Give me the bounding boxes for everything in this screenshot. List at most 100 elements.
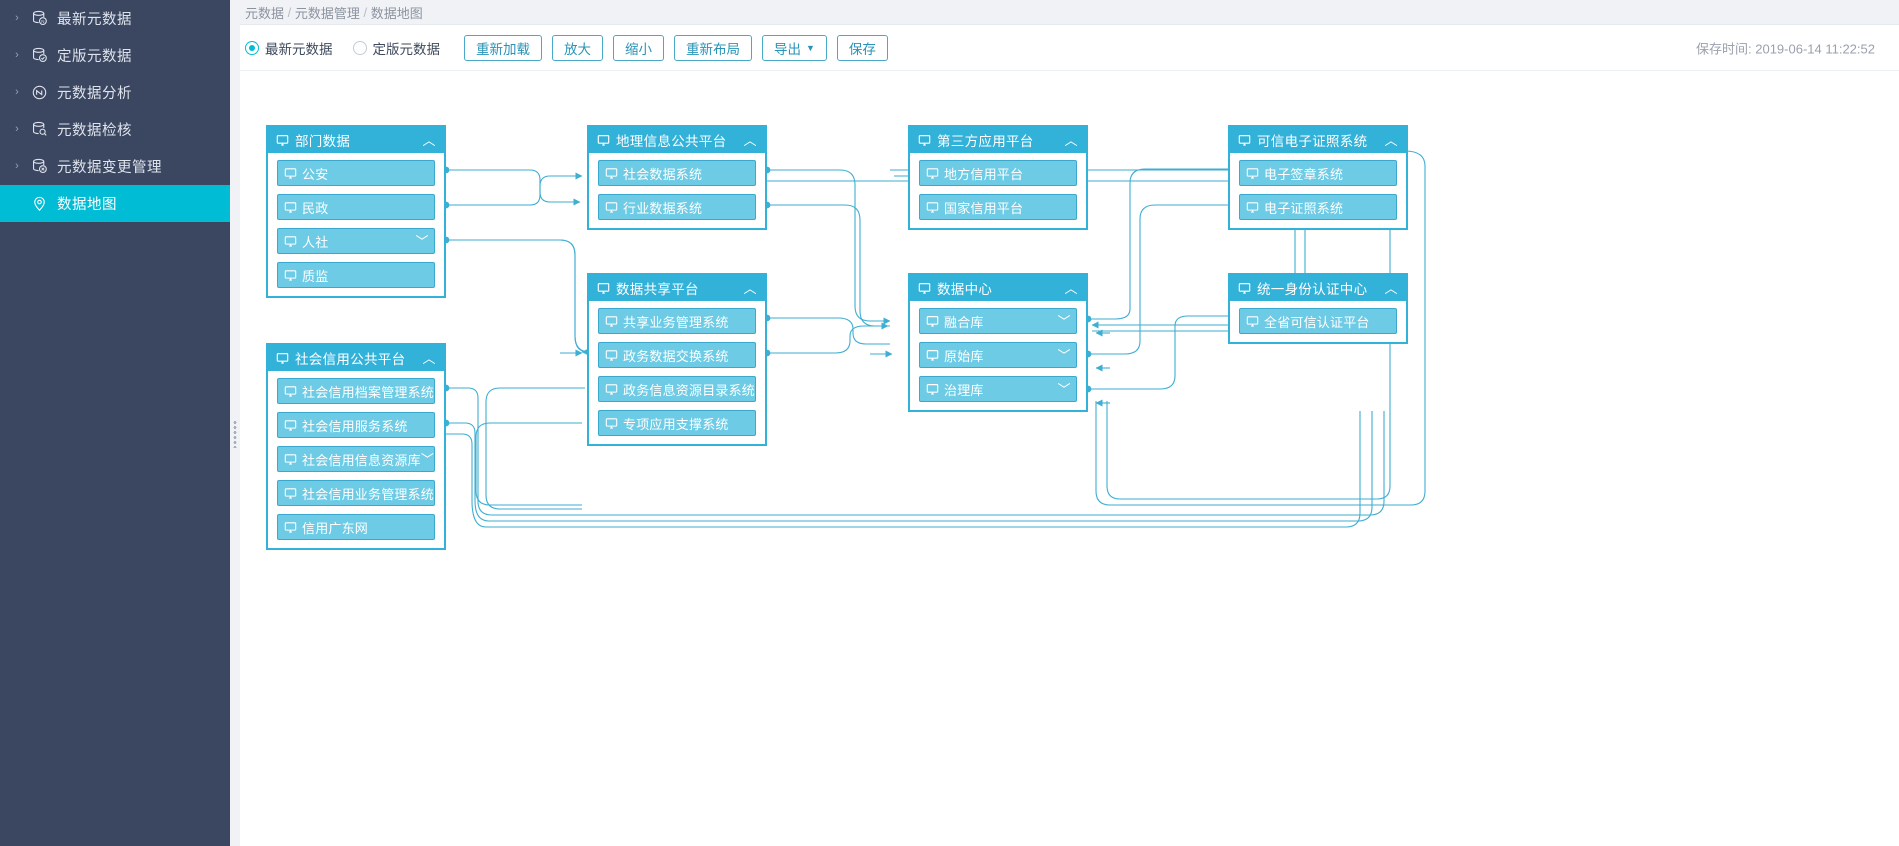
breadcrumb-item-current: 数据地图	[370, 5, 423, 21]
node-credit-archive-mgmt[interactable]: 社会信用档案管理系统	[277, 378, 435, 404]
svg-text:N: N	[41, 19, 44, 24]
chevron-right-icon: ›	[15, 12, 19, 24]
node-raw-db[interactable]: 原始库 ﹀	[919, 342, 1077, 368]
sidebar-item-metadata-audit[interactable]: › 元数据检核	[0, 111, 230, 148]
chevron-down-icon[interactable]: ﹀	[1057, 313, 1071, 329]
monitor-icon	[1246, 315, 1259, 328]
chevron-up-icon[interactable]: ︿	[1064, 280, 1078, 296]
node-credit-business-mgmt[interactable]: 社会信用业务管理系统	[277, 480, 435, 506]
chevron-up-icon[interactable]: ︿	[1064, 132, 1078, 148]
group-body: 地方信用平台 国家信用平台	[910, 153, 1086, 228]
node-minzheng[interactable]: 民政	[277, 194, 435, 220]
node-governance-db[interactable]: 治理库 ﹀	[919, 376, 1077, 402]
radio-latest-metadata[interactable]: 最新元数据	[245, 38, 333, 58]
sidebar-item-latest-metadata[interactable]: › N 最新元数据	[0, 0, 230, 37]
group-trusted-ecert-system[interactable]: 可信电子证照系统 ︿ 电子签章系统 电子证照系统	[1228, 125, 1408, 230]
node-gov-info-resource-catalog[interactable]: 政务信息资源目录系统	[598, 376, 756, 402]
monitor-icon	[926, 201, 939, 214]
group-body: 全省可信认证平台	[1230, 301, 1406, 342]
node-national-credit-platform[interactable]: 国家信用平台	[919, 194, 1077, 220]
group-dept-data[interactable]: 部门数据 ︿ 公安 民政 人社 ﹀	[266, 125, 446, 298]
node-credit-guangdong-web[interactable]: 信用广东网	[277, 514, 435, 540]
node-ecert-system[interactable]: 电子证照系统	[1239, 194, 1397, 220]
sidebar-item-metadata-change-management[interactable]: › 元数据变更管理	[0, 148, 230, 185]
monitor-icon	[284, 235, 297, 248]
node-industry-data-system[interactable]: 行业数据系统	[598, 194, 756, 220]
sidebar-item-versioned-metadata[interactable]: › 定版元数据	[0, 37, 230, 74]
chevron-right-icon: ›	[15, 49, 19, 61]
node-social-data-system[interactable]: 社会数据系统	[598, 160, 756, 186]
group-data-center[interactable]: 数据中心 ︿ 融合库 ﹀ 原始库 ﹀	[908, 273, 1088, 412]
group-node-icon	[926, 349, 939, 362]
database-x-icon	[26, 158, 52, 175]
breadcrumb-separator: /	[359, 4, 371, 20]
group-node-icon	[926, 383, 939, 396]
group-third-party-platform[interactable]: 第三方应用平台 ︿ 地方信用平台 国家信用平台	[908, 125, 1088, 230]
chevron-down-icon[interactable]: ﹀	[415, 233, 429, 249]
chevron-down-icon[interactable]: ﹀	[420, 451, 434, 467]
chevron-up-icon[interactable]: ︿	[1384, 280, 1398, 296]
zoom-out-button[interactable]: 缩小	[613, 34, 664, 61]
group-unified-identity-auth-center[interactable]: 统一身份认证中心 ︿ 全省可信认证平台	[1228, 273, 1408, 344]
reload-button[interactable]: 重新加载	[464, 34, 542, 61]
export-button[interactable]: 导出 ▼	[762, 34, 827, 61]
group-header[interactable]: 地理信息公共平台 ︿	[589, 127, 765, 153]
monitor-icon	[605, 383, 618, 396]
sidebar-item-label: 元数据检核	[57, 123, 132, 139]
node-label: 专项应用支撑系统	[623, 416, 729, 432]
button-label: 导出	[774, 41, 801, 57]
node-renshe[interactable]: 人社 ﹀	[277, 228, 435, 254]
group-social-credit-platform[interactable]: 社会信用公共平台 ︿ 社会信用档案管理系统 社会信用服务系统 社会信用信息资源库	[266, 343, 446, 550]
monitor-icon	[1246, 167, 1259, 180]
diagram-canvas[interactable]: 部门数据 ︿ 公安 民政 人社 ﹀	[230, 71, 1899, 845]
breadcrumb-separator: /	[284, 4, 295, 20]
group-title: 社会信用公共平台	[295, 352, 406, 367]
node-province-trusted-auth-platform[interactable]: 全省可信认证平台	[1239, 308, 1397, 334]
group-header[interactable]: 数据中心 ︿	[910, 275, 1086, 301]
monitor-icon	[284, 269, 297, 282]
chevron-up-icon[interactable]: ︿	[1384, 132, 1398, 148]
node-local-credit-platform[interactable]: 地方信用平台	[919, 160, 1077, 186]
node-esignature-system[interactable]: 电子签章系统	[1239, 160, 1397, 186]
group-geo-info-platform[interactable]: 地理信息公共平台 ︿ 社会数据系统 行业数据系统	[587, 125, 767, 230]
chevron-down-icon[interactable]: ﹀	[1057, 381, 1071, 397]
node-label: 社会信用服务系统	[302, 418, 408, 434]
node-label: 全省可信认证平台	[1264, 314, 1370, 330]
node-fusion-db[interactable]: 融合库 ﹀	[919, 308, 1077, 334]
node-credit-service[interactable]: 社会信用服务系统	[277, 412, 435, 438]
group-title: 部门数据	[295, 134, 351, 149]
sidebar-item-metadata-analysis[interactable]: › 元数据分析	[0, 74, 230, 111]
zoom-in-button[interactable]: 放大	[552, 34, 603, 61]
node-gongan[interactable]: 公安	[277, 160, 435, 186]
group-header[interactable]: 部门数据 ︿	[268, 127, 444, 153]
main-content: 元数据 / 元数据管理 / 数据地图 最新元数据 定版元数据 重新加载 放大	[230, 0, 1899, 846]
node-special-app-support[interactable]: 专项应用支撑系统	[598, 410, 756, 436]
breadcrumb-item-root[interactable]: 元数据	[245, 5, 285, 21]
chevron-up-icon[interactable]: ︿	[743, 280, 757, 296]
group-header[interactable]: 社会信用公共平台 ︿	[268, 345, 444, 371]
node-shared-business-mgmt[interactable]: 共享业务管理系统	[598, 308, 756, 334]
relayout-button[interactable]: 重新布局	[674, 34, 752, 61]
save-button[interactable]: 保存	[836, 34, 888, 61]
chevron-down-icon[interactable]: ﹀	[1057, 347, 1071, 363]
monitor-icon	[926, 167, 939, 180]
sidebar-splitter[interactable]	[230, 0, 240, 846]
group-header[interactable]: 可信电子证照系统 ︿	[1230, 127, 1406, 153]
node-credit-info-repo[interactable]: 社会信用信息资源库 ﹀	[277, 446, 435, 472]
group-header[interactable]: 统一身份认证中心 ︿	[1230, 275, 1406, 301]
chevron-up-icon[interactable]: ︿	[422, 350, 436, 366]
group-header[interactable]: 数据共享平台 ︿	[589, 275, 765, 301]
breadcrumb-item-management[interactable]: 元数据管理	[294, 5, 360, 21]
group-header[interactable]: 第三方应用平台 ︿	[910, 127, 1086, 153]
node-zhijian[interactable]: 质监	[277, 262, 435, 288]
node-label: 融合库	[944, 314, 984, 330]
database-check-icon	[26, 47, 52, 64]
chevron-up-icon[interactable]: ︿	[743, 132, 757, 148]
sidebar-item-label: 数据地图	[57, 197, 117, 213]
group-data-sharing-platform[interactable]: 数据共享平台 ︿ 共享业务管理系统 政务数据交换系统 政务信息资源目录系统	[587, 273, 767, 446]
sidebar-item-data-map[interactable]: 数据地图	[0, 185, 230, 222]
node-gov-data-exchange[interactable]: 政务数据交换系统	[598, 342, 756, 368]
radio-versioned-metadata[interactable]: 定版元数据	[352, 38, 440, 58]
chevron-up-icon[interactable]: ︿	[422, 132, 436, 148]
node-label: 社会数据系统	[623, 166, 703, 182]
